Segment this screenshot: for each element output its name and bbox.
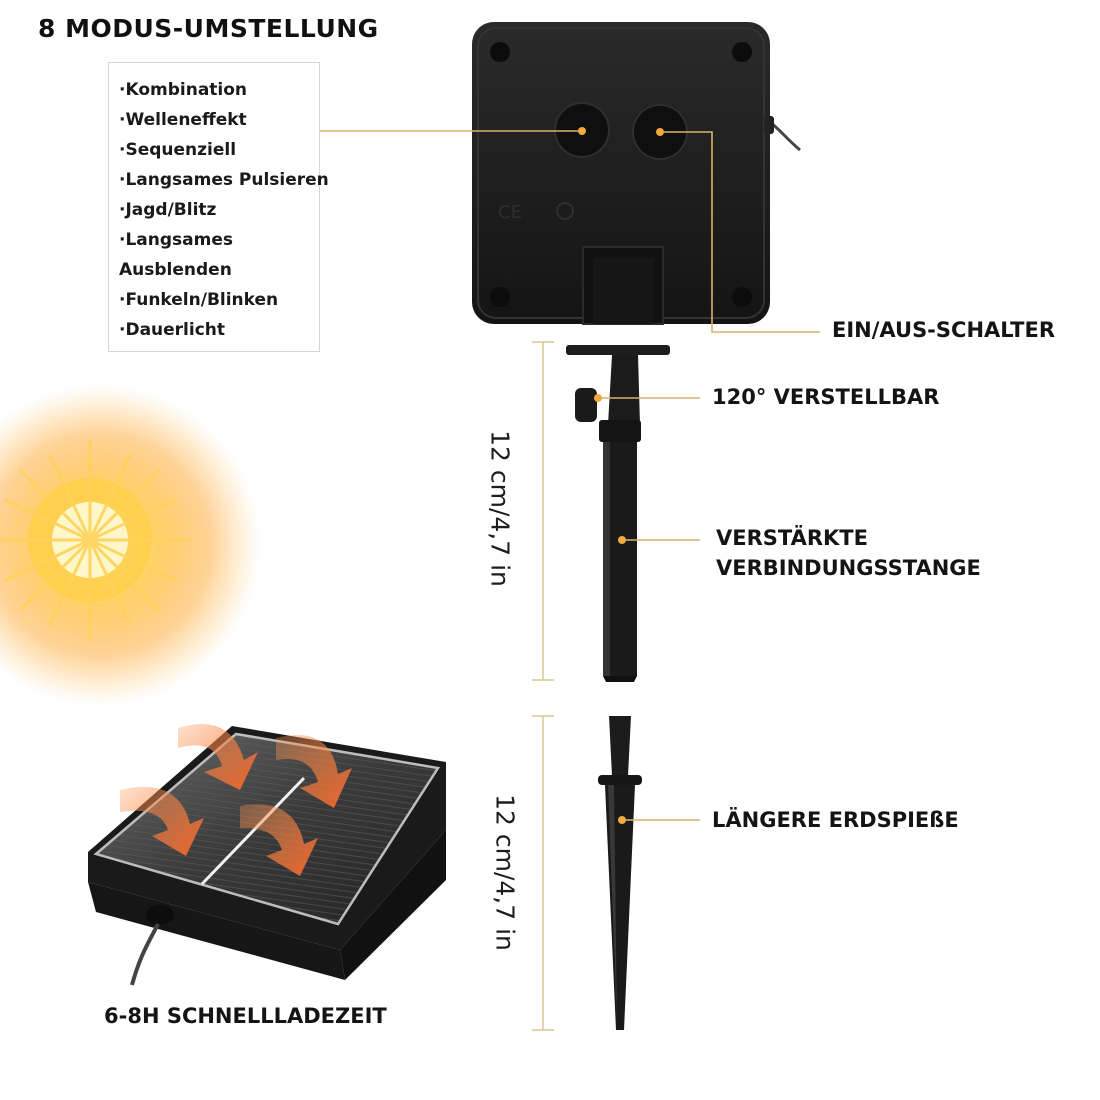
rod-label-line2: VERBINDUNGSSTANGE [716,556,981,580]
upper-dimension-label: 12 cm/4,7 in [485,430,515,587]
solar-panel [88,724,446,986]
mode-item: ·Dauerlicht [119,320,226,340]
mode-item: Ausblenden [119,260,232,280]
mode-item: ·Welleneffekt [119,110,247,130]
ground-spike [598,716,642,1030]
mode-item: ·Langsames [119,230,233,250]
mode-item: ·Jagd/Blitz [119,200,217,220]
spike-label: LÄNGERE ERDSPIEßE [712,808,959,832]
mode-item: ·Funkeln/Blinken [119,290,279,310]
rod-label-line1: VERSTÄRKTE [716,526,868,550]
sun-icon [0,385,260,705]
callout-dots [578,127,664,824]
mode-item: ·Kombination [119,80,248,100]
charge-time-label: 6-8H SCHNELLLADEZEIT [104,1004,387,1028]
adjustable-label: 120° VERSTELLBAR [712,385,940,409]
stake-holder [566,345,670,682]
modes-heading: 8 MODUS-UMSTELLUNG [38,14,379,43]
dimension-lines [532,341,554,1031]
callout-lines [320,130,820,821]
mode-list: ·Kombination ·Welleneffekt ·Sequenziell … [108,62,329,352]
mode-item: ·Langsames Pulsieren [119,170,329,190]
lower-dimension-label: 12 cm/4,7 in [490,794,520,951]
control-box: CE [472,22,801,325]
svg-text:CE: CE [498,202,522,223]
mode-item: ·Sequenziell [119,140,237,160]
switch-label: EIN/AUS-SCHALTER [832,318,1056,342]
